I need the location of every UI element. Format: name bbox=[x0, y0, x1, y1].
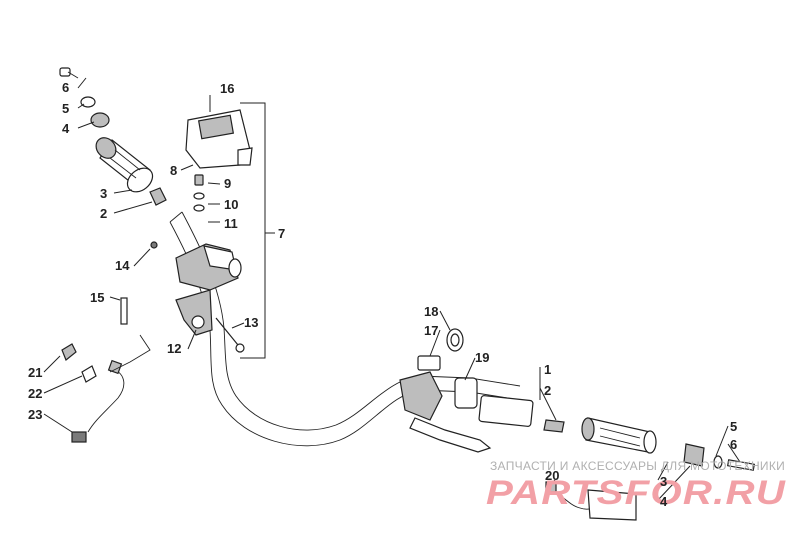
bolt-15 bbox=[120, 297, 128, 325]
watermark-caption: ЗАПЧАСТИ И АКСЕССУАРЫ ДЛЯ МОТОТЕХНИКИ bbox=[490, 459, 785, 473]
washer-5-right bbox=[713, 455, 723, 469]
washer-10 bbox=[193, 192, 205, 200]
callout-4-left: 4 bbox=[62, 121, 70, 136]
callout-3-right: 3 bbox=[660, 474, 667, 489]
callout-10: 10 bbox=[224, 197, 238, 212]
leader-lines bbox=[43, 77, 741, 501]
right-grip-assembly bbox=[478, 395, 756, 521]
switch-housing-assembly bbox=[185, 109, 253, 212]
sleeve-2-left bbox=[149, 187, 167, 206]
callout-21: 21 bbox=[28, 365, 42, 380]
callout-19: 19 bbox=[475, 350, 489, 365]
end-cap-4-left bbox=[90, 112, 110, 128]
left-harness-assembly bbox=[61, 334, 151, 443]
callout-7: 7 bbox=[278, 226, 285, 241]
callout-16: 16 bbox=[220, 81, 234, 96]
control-block-assembly bbox=[120, 241, 245, 353]
handlebar bbox=[169, 211, 521, 447]
callout-9: 9 bbox=[224, 176, 231, 191]
washer-5-left bbox=[80, 96, 96, 108]
callout-15: 15 bbox=[90, 290, 104, 305]
clamp-12 bbox=[175, 289, 213, 336]
sticker-17 bbox=[417, 355, 441, 371]
right-lever-assembly bbox=[399, 328, 492, 453]
switch-19 bbox=[454, 377, 478, 409]
screw-6-right bbox=[726, 459, 756, 471]
callout-12: 12 bbox=[167, 341, 181, 356]
callout-8: 8 bbox=[170, 163, 177, 178]
watermark-logo: PARTSFOR.RU bbox=[486, 474, 787, 512]
bolt-13 bbox=[215, 317, 239, 346]
callout-2-right: 2 bbox=[544, 383, 551, 398]
callout-14: 14 bbox=[115, 258, 130, 273]
grip-3-right bbox=[585, 417, 651, 453]
master-cylinder bbox=[399, 371, 443, 421]
throttle-tube-1 bbox=[478, 395, 534, 427]
connector-21 bbox=[61, 343, 77, 361]
callout-labels: 6 5 4 3 2 8 16 9 10 11 7 14 15 13 12 21 … bbox=[28, 80, 737, 509]
callout-3-left: 3 bbox=[100, 186, 107, 201]
group-bracket-7 bbox=[240, 102, 275, 359]
callout-4-right: 4 bbox=[660, 494, 668, 509]
plug-23 bbox=[71, 431, 87, 443]
callout-6-right: 6 bbox=[730, 437, 737, 452]
callout-6-left: 6 bbox=[62, 80, 69, 95]
sleeve-2-right bbox=[543, 419, 565, 433]
screw-6-left bbox=[59, 67, 71, 77]
left-grip-assembly bbox=[59, 67, 167, 206]
callout-23: 23 bbox=[28, 407, 42, 422]
screw-9 bbox=[194, 174, 204, 186]
callout-1: 1 bbox=[544, 362, 551, 377]
plate-22 bbox=[81, 365, 97, 383]
screw-14 bbox=[150, 241, 158, 249]
callout-5-right: 5 bbox=[730, 419, 737, 434]
callout-2-left: 2 bbox=[100, 206, 107, 221]
harness-20 bbox=[587, 489, 637, 521]
callout-11: 11 bbox=[224, 216, 238, 231]
end-cap-4-right bbox=[683, 443, 705, 467]
callout-17: 17 bbox=[424, 323, 438, 338]
callout-22: 22 bbox=[28, 386, 42, 401]
callout-5-left: 5 bbox=[62, 101, 69, 116]
callout-18: 18 bbox=[424, 304, 438, 319]
watermark: ЗАПЧАСТИ И АКСЕССУАРЫ ДЛЯ МОТОТЕХНИКИ PA… bbox=[486, 459, 787, 512]
callout-20: 20 bbox=[545, 468, 559, 483]
washer-11 bbox=[193, 204, 205, 212]
callout-13: 13 bbox=[244, 315, 258, 330]
brake-lever bbox=[409, 417, 492, 453]
